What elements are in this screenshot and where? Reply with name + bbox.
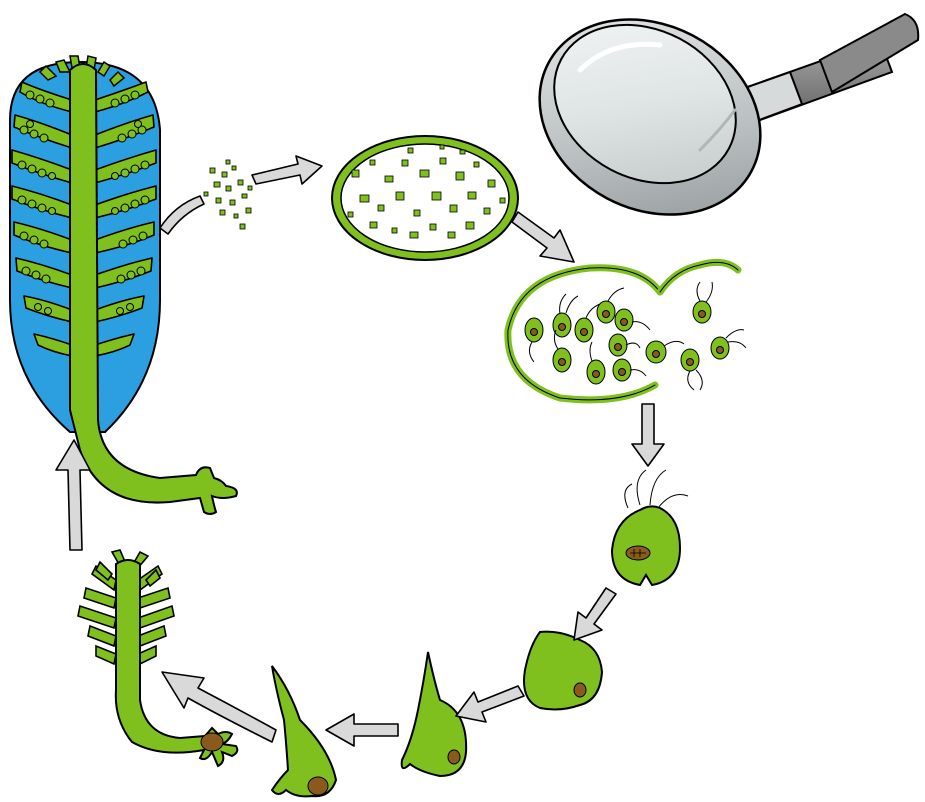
zoospore xyxy=(711,330,746,359)
cycle-arrow-icon xyxy=(160,196,204,234)
zoospore xyxy=(646,341,684,363)
zoospore xyxy=(525,318,543,362)
zoospore xyxy=(615,309,650,331)
zoospore xyxy=(553,294,578,337)
adult-thallus-fertile xyxy=(10,56,237,514)
zoospore xyxy=(681,349,702,390)
cycle-arrow-icon xyxy=(632,404,664,466)
cycle-arrow-icon xyxy=(512,212,574,262)
zoospore xyxy=(587,342,605,384)
zoospore xyxy=(609,334,640,356)
cycle-arrow-icon xyxy=(252,156,322,184)
young-thallus xyxy=(78,550,237,766)
germling-stage-1 xyxy=(524,632,602,710)
zoospore xyxy=(613,359,646,381)
cycle-arrow-icon xyxy=(326,714,398,746)
sporangium xyxy=(332,136,518,260)
zoospore-release xyxy=(508,262,746,399)
released-spores xyxy=(204,160,252,229)
cycle-arrow-icon xyxy=(456,686,524,722)
cycle-arrow-icon xyxy=(574,588,616,640)
zoospore xyxy=(575,304,600,342)
settled-zoospore xyxy=(612,470,688,585)
germling-stage-3 xyxy=(272,666,336,796)
germling-stage-2 xyxy=(402,652,466,776)
zoospore xyxy=(693,282,712,323)
zoospores xyxy=(525,282,746,390)
cycle-arrow-icon xyxy=(162,672,276,742)
magnifying-glass-icon xyxy=(505,0,918,252)
